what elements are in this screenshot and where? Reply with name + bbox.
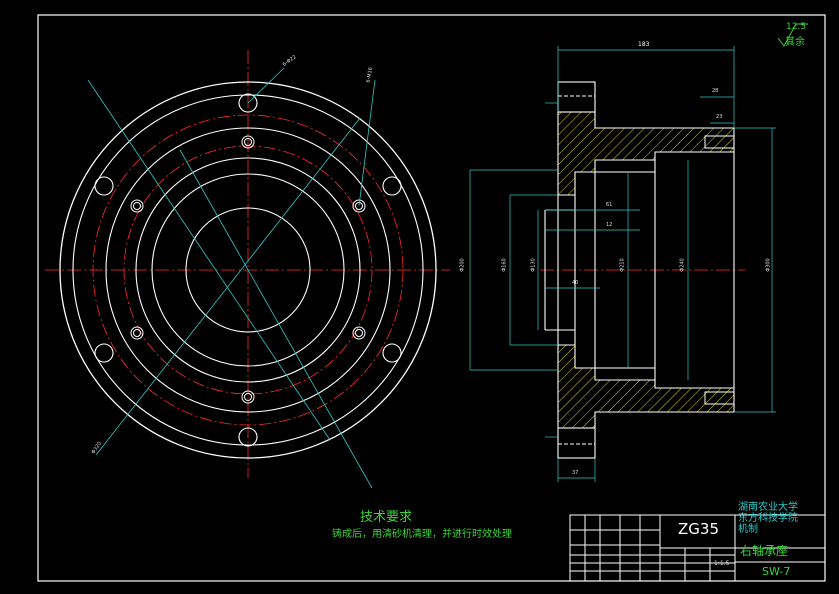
inner-bore-circle — [185, 207, 311, 333]
outer-bolt-holes — [94, 93, 402, 447]
dim-outer: Φ300 — [765, 258, 772, 272]
drawing-border — [37, 14, 826, 582]
flange-chamfer-circle — [72, 94, 424, 446]
material-label: ZG35 — [678, 520, 719, 538]
bore-circle-2 — [151, 173, 345, 367]
section-dimensions — [469, 46, 776, 482]
section-view — [469, 46, 776, 482]
dim-bore1: Φ210 — [619, 258, 626, 272]
dim-bore-len1: 61 — [606, 202, 613, 208]
outer-bolt-circle — [92, 114, 404, 426]
bore-circle-1 — [135, 157, 361, 383]
part-name: 右轴承座 — [740, 544, 789, 558]
dim-inner1: Φ160 — [501, 258, 508, 272]
roughness-symbol — [777, 23, 808, 47]
outer-flange-circle — [59, 81, 437, 459]
technical-requirements-text: 铸成后，用清砂机清理，并进行时效处理 — [332, 529, 512, 540]
title-block — [569, 514, 826, 582]
school-label: 湖南农业大学东方科技学院机制 — [738, 502, 798, 535]
dim-overall-length: 183 — [638, 41, 650, 48]
drawing-code: SW-7 — [762, 565, 791, 578]
dim-bore-len3: 40 — [572, 280, 579, 286]
upper-section-hatch — [557, 111, 735, 196]
dim-hub-len1: 28 — [712, 88, 719, 94]
front-view — [45, 50, 450, 489]
dim-flange-thk: 37 — [572, 470, 579, 476]
dim-bore-len2: 12 — [606, 222, 613, 228]
technical-requirements-title: 技术要求 — [360, 510, 413, 525]
roughness-value: 12.5 — [786, 22, 807, 32]
roughness-note: 其余 — [785, 37, 805, 48]
dim-hub-len2: 23 — [716, 114, 723, 120]
dim-face: Φ200 — [459, 258, 466, 272]
right-tapped-holes — [704, 135, 735, 405]
hub-circle — [105, 127, 391, 413]
lower-section-hatch — [557, 344, 735, 429]
dim-bore2: Φ240 — [679, 258, 686, 272]
scale-label: 1:1.5 — [714, 560, 730, 567]
dim-inner2: Φ130 — [530, 258, 537, 272]
inner-tapped-holes — [130, 135, 366, 404]
front-view-leaders — [87, 67, 376, 489]
